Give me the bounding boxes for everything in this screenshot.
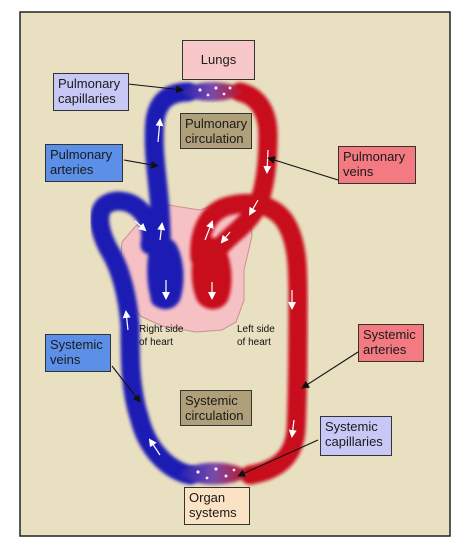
pulmonary-arteries-label: Pulmonary arteries: [45, 144, 123, 182]
systemic-veins-line-2: veins: [50, 352, 81, 367]
systemic-circulation-line-1: Systemic: [185, 393, 238, 408]
organ-systems-line-2: systems: [189, 505, 237, 520]
organ-systems-line-1: Organ: [189, 490, 226, 505]
systemic-arteries-label: Systemic arteries: [358, 324, 424, 362]
right-side-heart-label: Right side of heart: [139, 323, 183, 349]
pulmonary-capillaries-line-2: capillaries: [58, 91, 116, 106]
pulmonary-veins-line-1: Pulmonary: [343, 149, 406, 164]
systemic-arteries-line-2: arteries: [363, 342, 407, 357]
right-side-heart-line-1: Right side: [139, 324, 184, 335]
left-side-heart-line-1: Left side: [237, 324, 275, 335]
systemic-capillaries-line-2: capillaries: [325, 434, 383, 449]
left-side-heart-line-2: of heart: [237, 337, 271, 348]
pulmonary-capillaries-label: Pulmonary capillaries: [53, 73, 129, 111]
deoxygenated-vessels: [90, 82, 200, 485]
pulmonary-circulation-line-1: Pulmonary: [185, 116, 248, 131]
systemic-capillaries-label: Systemic capillaries: [320, 416, 392, 456]
pulmonary-circulation-label: Pulmonary circulation: [180, 113, 252, 149]
systemic-circulation-line-2: circulation: [185, 408, 244, 423]
pulmonary-circulation-line-2: circulation: [185, 131, 244, 146]
organ-systems-label: Organ systems: [184, 487, 250, 525]
systemic-capillaries-line-1: Systemic: [325, 419, 378, 434]
pulmonary-arteries-line-2: arteries: [50, 162, 94, 177]
right-side-heart-line-2: of heart: [139, 337, 173, 348]
pulmonary-arteries-line-1: Pulmonary: [50, 147, 113, 162]
systemic-veins-line-1: Systemic: [50, 337, 103, 352]
leader-lines: [111, 83, 359, 477]
systemic-capillary-dots: [196, 467, 236, 480]
pulmonary-veins-line-2: veins: [343, 164, 374, 179]
systemic-veins-label: Systemic veins: [45, 334, 111, 372]
pulmonary-veins-label: Pulmonary veins: [338, 146, 416, 184]
pulmonary-capillaries-line-1: Pulmonary: [58, 76, 121, 91]
systemic-arteries-line-1: Systemic: [363, 327, 416, 342]
left-side-heart-label: Left side of heart: [237, 323, 275, 349]
systemic-capillary-bed: [178, 462, 250, 485]
pulmonary-capillary-dots: [198, 86, 232, 97]
lungs-label-text: Lungs: [200, 52, 237, 67]
systemic-circulation-label: Systemic circulation: [180, 390, 252, 426]
lungs-label: Lungs: [182, 40, 255, 80]
pulmonary-capillary-bed: [180, 82, 244, 101]
